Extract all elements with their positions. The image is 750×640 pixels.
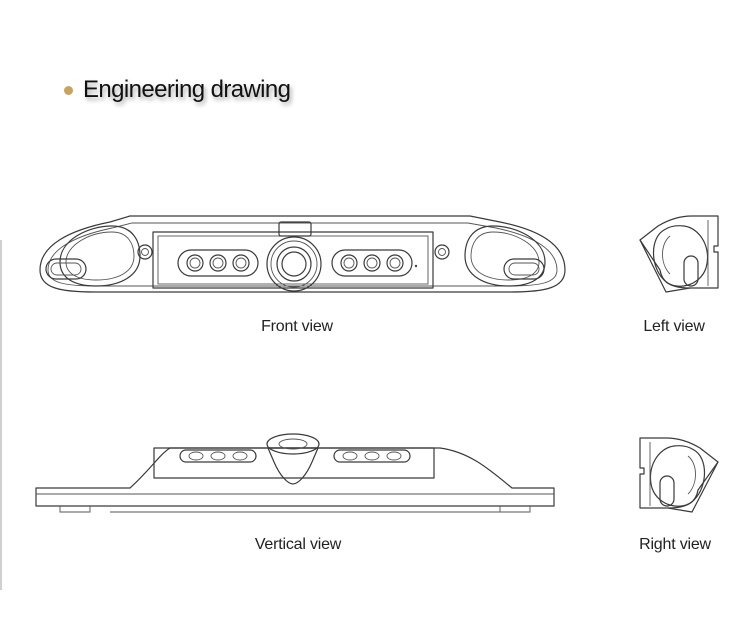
left-view-drawing: [639, 215, 719, 293]
heading-title: Engineering drawing: [83, 76, 291, 103]
vertical-view-drawing: [35, 433, 555, 513]
section-heading: Engineering drawing: [64, 76, 291, 104]
front-view-label: Front view: [261, 318, 333, 335]
right-view-label: Right view: [639, 536, 711, 553]
right-view-drawing: [639, 437, 719, 513]
heading-bullet-icon: [64, 85, 73, 95]
left-view-label: Left view: [643, 318, 705, 335]
left-edge-marker: [0, 240, 2, 590]
vertical-view-label: Vertical view: [254, 536, 342, 553]
front-view-drawing: [39, 215, 566, 293]
